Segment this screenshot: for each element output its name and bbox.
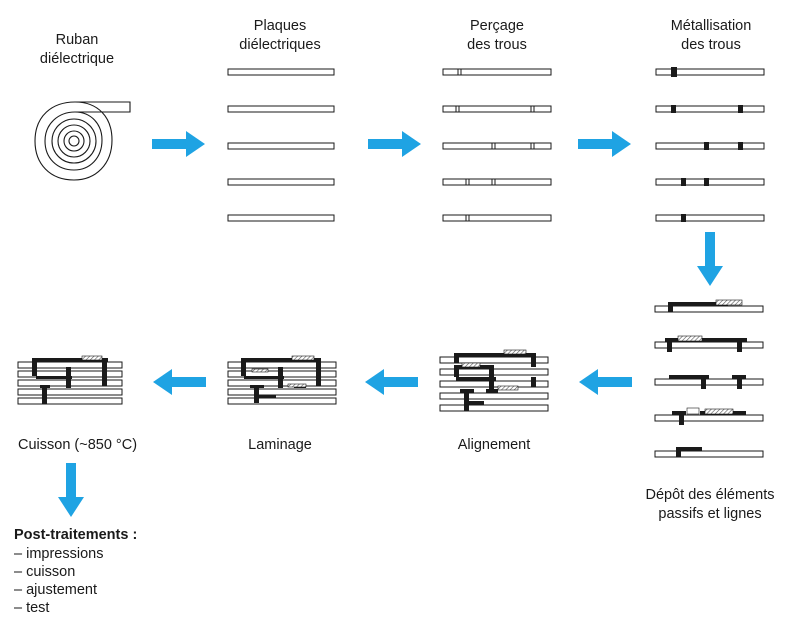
printed-sheets (654, 299, 764, 458)
fired-stack (17, 355, 123, 405)
laminated-stack (227, 355, 337, 405)
post-treatment-item: – ajustement (14, 582, 97, 598)
metallized-sheets (655, 67, 765, 222)
arrow-left-icon (579, 369, 632, 395)
arrow-down-icon (697, 232, 723, 286)
arrow-right-icon (368, 131, 421, 157)
post-treatment-item: – impressions (14, 546, 103, 562)
label-cuisson: Cuisson (~850 °C) (18, 437, 137, 453)
tape-roll-icon (34, 101, 131, 181)
arrow-left-icon (153, 369, 206, 395)
arrow-right-icon (578, 131, 631, 157)
label-plaques-line2: diélectriques (239, 37, 320, 53)
drilled-sheets (442, 68, 552, 222)
post-treatment-item: – cuisson (14, 564, 75, 580)
arrow-down-icon (58, 463, 84, 517)
label-percage-line2: des trous (467, 37, 527, 53)
label-depot-line1: Dépôt des éléments (646, 487, 775, 503)
label-metallisation-line1: Métallisation (671, 18, 752, 34)
label-percage-line1: Perçage (470, 18, 524, 34)
label-depot-line2: passifs et lignes (658, 506, 761, 522)
post-treatments-title: Post-traitements : (14, 527, 137, 543)
post-treatment-item: – test (14, 600, 49, 616)
arrow-left-icon (365, 369, 418, 395)
arrow-right-icon (152, 131, 205, 157)
label-ruban-line2: diélectrique (40, 51, 114, 67)
dielectric-sheets (227, 68, 335, 222)
label-metallisation-line2: des trous (681, 37, 741, 53)
label-plaques-line1: Plaques (254, 18, 306, 34)
aligned-stack (439, 349, 549, 412)
label-ruban-line1: Ruban (56, 32, 99, 48)
label-alignement: Alignement (458, 437, 531, 453)
label-laminage: Laminage (248, 437, 312, 453)
